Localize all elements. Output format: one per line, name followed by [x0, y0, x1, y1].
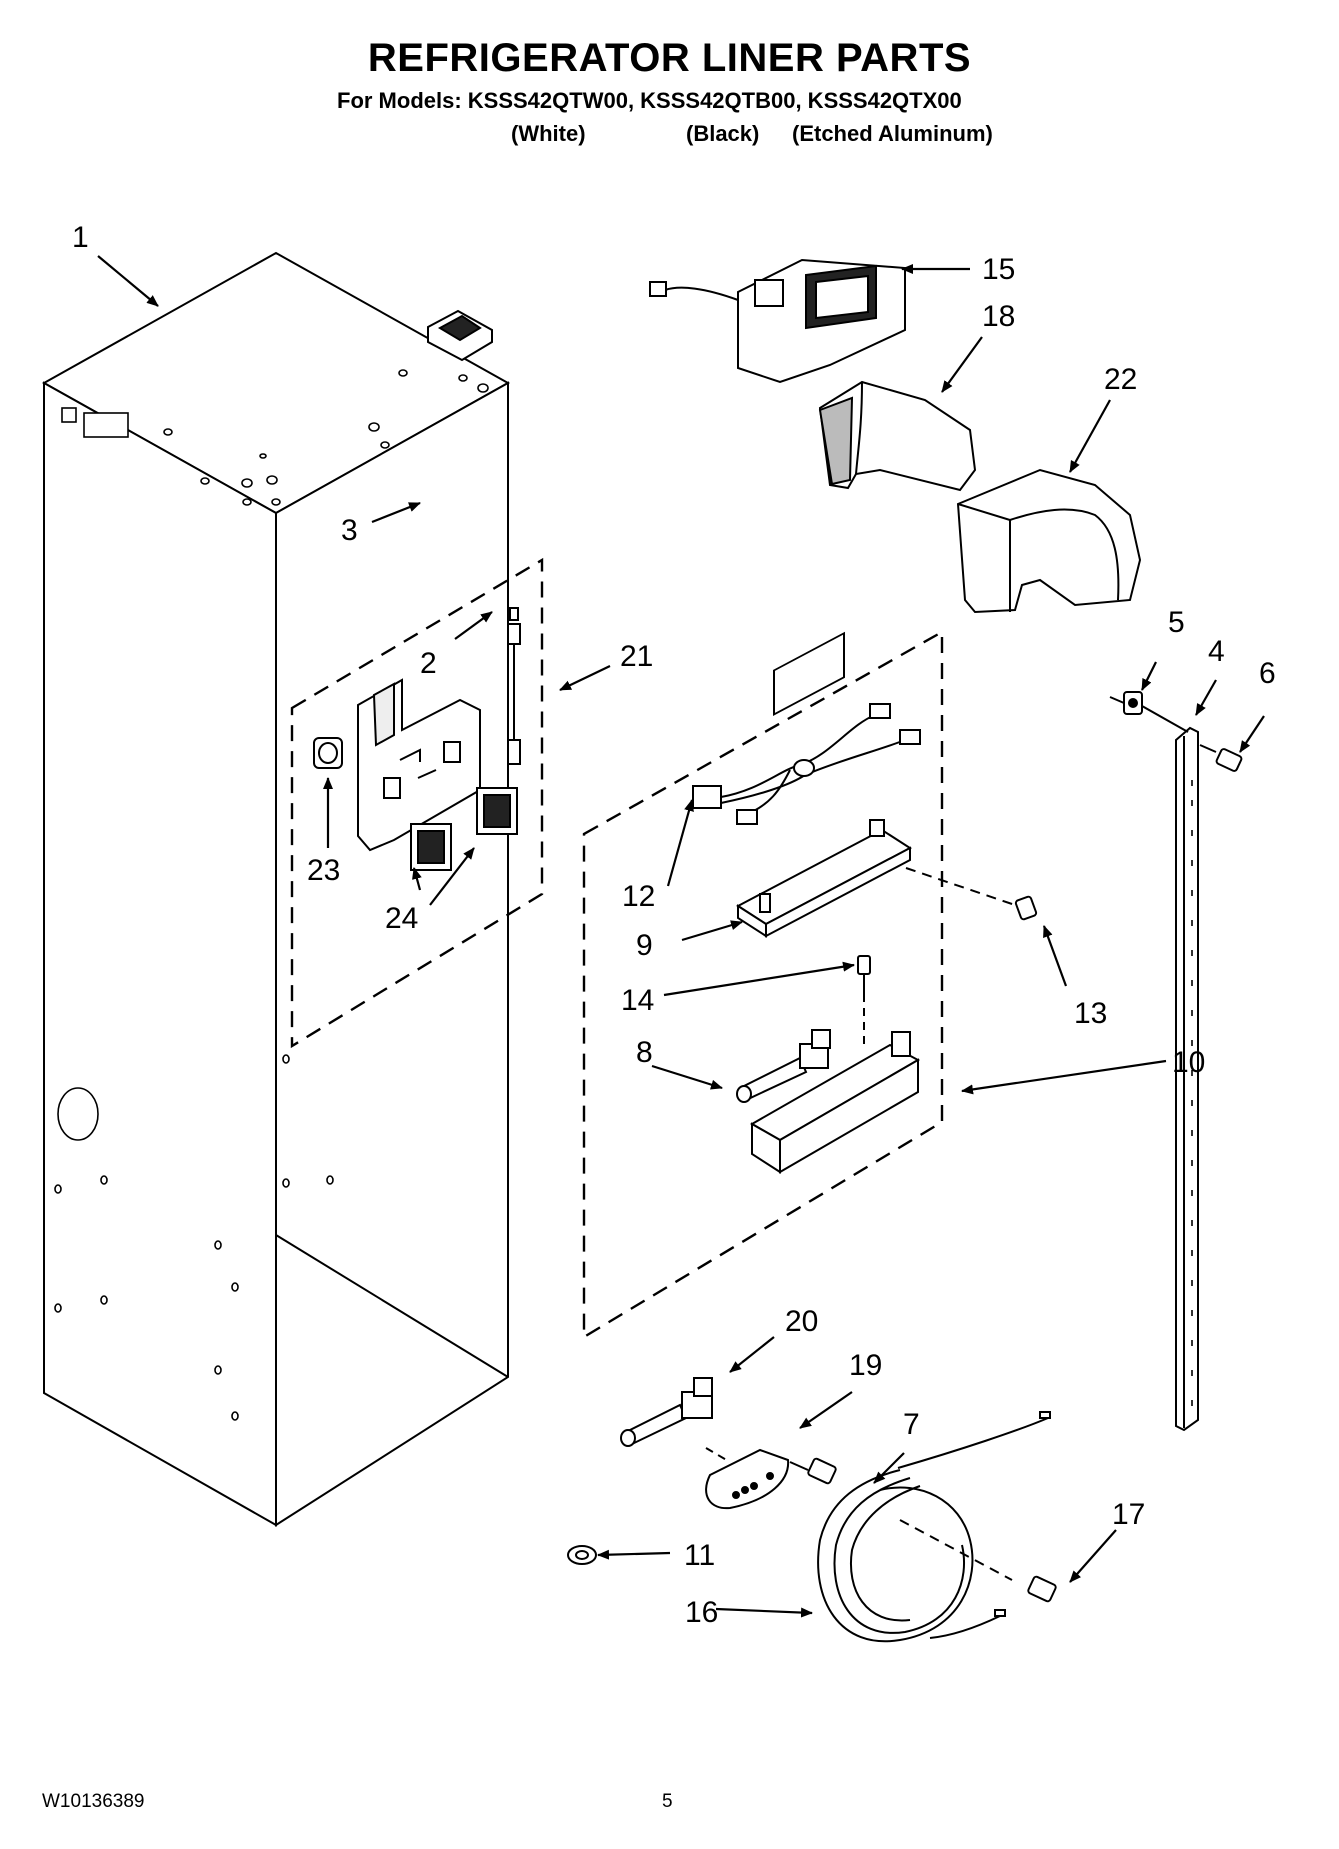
variant-etched-aluminum: (Etched Aluminum) [792, 121, 993, 146]
clip-5 [1109, 691, 1189, 733]
grommet-11 [567, 1545, 597, 1565]
cover-22 [956, 468, 1142, 614]
document-number: W10136389 [42, 1791, 145, 1812]
models-line: For Models: KSSS42QTW00, KSSS42QTB00, KS… [337, 88, 962, 113]
variant-black: (Black) [686, 121, 760, 146]
liner-top-details [61, 369, 489, 506]
callout-16: 16 [685, 1596, 718, 1629]
screw-17 [1027, 1575, 1057, 1603]
callout-8: 8 [636, 1036, 653, 1069]
cover-19 [705, 1447, 790, 1510]
page-number: 5 [662, 1791, 673, 1812]
callout-7: 7 [903, 1408, 920, 1441]
callout-13: 13 [1074, 997, 1107, 1030]
group-21-boundary [290, 557, 544, 1049]
sensor-20 [620, 1377, 713, 1447]
sensor-housing-10 [749, 631, 921, 1174]
frames-23-24 [313, 737, 518, 871]
callout-24: 24 [385, 902, 418, 935]
screw-14 [857, 955, 871, 1050]
callout-18: 18 [982, 300, 1015, 333]
callout-14: 14 [621, 984, 654, 1017]
callout-3: 3 [341, 514, 358, 547]
page-title: REFRIGERATOR LINER PARTS [367, 36, 972, 80]
group-8-14-boundary [582, 629, 944, 1340]
liner-side-holes [54, 1054, 334, 1421]
screw-7 [789, 1457, 837, 1485]
callout-21: 21 [620, 640, 653, 673]
module-15 [649, 258, 906, 384]
callout-10: 10 [1172, 1046, 1205, 1079]
callout-4: 4 [1208, 635, 1225, 668]
liner-box [41, 251, 511, 1527]
screw-6 [1199, 744, 1243, 772]
callout-22: 22 [1104, 363, 1137, 396]
variant-white: (White) [511, 121, 586, 146]
tubing-16 [817, 1411, 1051, 1643]
callout-12: 12 [622, 880, 655, 913]
callout-15: 15 [982, 253, 1015, 286]
callout-6: 6 [1259, 657, 1276, 690]
control-housing [357, 678, 481, 852]
screw-13 [905, 867, 1038, 921]
callout-19: 19 [849, 1349, 882, 1382]
rail-4 [1175, 726, 1199, 1432]
top-housing [427, 309, 493, 362]
callout-9: 9 [636, 929, 653, 962]
bracket-9 [736, 819, 912, 938]
leader-lines [97, 255, 1265, 1618]
wire-harness [692, 703, 921, 825]
callout-23: 23 [307, 854, 340, 887]
thermistor-cable [507, 607, 521, 765]
callout-5: 5 [1168, 606, 1185, 639]
cover-18 [818, 380, 977, 492]
callout-17: 17 [1112, 1498, 1145, 1531]
callout-labels: 1 2 3 4 5 6 7 8 9 10 11 12 13 14 15 16 1… [72, 221, 1276, 1629]
callout-11: 11 [684, 1539, 715, 1572]
callout-2: 2 [420, 647, 437, 680]
callout-20: 20 [785, 1305, 818, 1338]
sensor-8 [736, 1029, 831, 1103]
callout-1: 1 [72, 221, 89, 254]
